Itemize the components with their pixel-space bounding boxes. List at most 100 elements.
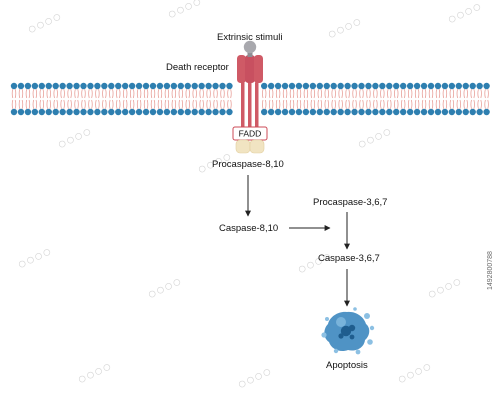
lipid-head (191, 82, 198, 90)
lipid-tail (39, 89, 41, 99)
lipid-tail (216, 89, 218, 99)
lipid-tail (480, 99, 482, 109)
lipid-tail (53, 99, 55, 109)
watermark-mark: ○○○○ (325, 13, 365, 44)
lipid-tail (28, 89, 31, 99)
lipid-tail (487, 89, 489, 99)
lipid-head (177, 82, 184, 90)
lipid-tail (362, 99, 364, 109)
lipid-tail (303, 89, 306, 99)
lipid-tail (355, 99, 357, 109)
apoptotic-cell-nucleus-fragment-3 (338, 333, 344, 339)
lipid-tail (174, 89, 177, 99)
receptor-subunit-right (254, 55, 263, 83)
lipid-tail (60, 89, 62, 99)
lipid-head (469, 82, 476, 90)
lipid-tail (459, 99, 461, 109)
lipid-tail (407, 89, 410, 99)
watermark-mark: ○○○○ (355, 123, 395, 154)
lipid-tail (213, 99, 215, 109)
lipid-head (476, 108, 483, 116)
lipid-tail (139, 99, 142, 109)
lipid-tail (466, 89, 468, 99)
lipid-head (17, 108, 25, 116)
lipid-tail (109, 99, 111, 109)
lipid-tail (63, 89, 65, 99)
lipid-tail (49, 99, 51, 109)
lipid-tail (164, 89, 167, 99)
procaspase-8-10-label: Procaspase-8,10 (212, 159, 284, 170)
lipid-head (73, 82, 80, 90)
watermark-mark: ○○○○ (55, 123, 95, 154)
stock-id-watermark: 1492800788 (487, 251, 494, 290)
lipid-tail (28, 99, 31, 109)
lipid-head (434, 82, 442, 90)
lipid-tail (116, 99, 118, 109)
lipid-tail (369, 89, 371, 99)
lipid-tail (470, 89, 472, 99)
lipid-tail (157, 99, 160, 109)
lipid-head (420, 108, 428, 116)
lipid-tail (366, 99, 368, 109)
lipid-head (122, 108, 129, 116)
lipid-tail (473, 89, 475, 99)
lipid-head (94, 108, 101, 116)
lipid-head (212, 108, 219, 116)
lipid-tail (289, 99, 292, 109)
lipid-tail (373, 99, 375, 109)
death-receptor (237, 40, 263, 128)
lipid-head (351, 108, 358, 116)
lipid-tail (220, 89, 222, 99)
lipid-tail (387, 89, 389, 99)
lipid-tail (213, 89, 215, 99)
lipid-tail (345, 99, 347, 109)
lipid-tail (380, 89, 382, 99)
lipid-head (483, 108, 490, 116)
extrinsic-stimuli-label: Extrinsic stimuli (217, 32, 282, 43)
lipid-head (219, 108, 226, 116)
lipid-tail (292, 99, 295, 109)
lipid-tail (320, 99, 322, 109)
lipid-tail (171, 89, 174, 99)
lipid-head (73, 108, 80, 116)
lipid-tail (348, 99, 350, 109)
lipid-tail (327, 89, 329, 99)
lipid-head (205, 82, 212, 90)
lipid-tail (331, 99, 333, 109)
fadd-ded-left (235, 139, 251, 154)
lipid-tail (105, 89, 107, 99)
apoptotic-body-1 (364, 313, 370, 319)
lipid-tail (157, 89, 160, 99)
lipid-tail (188, 89, 190, 99)
fadd-adaptor: FADD (232, 126, 268, 154)
lipid-head (261, 82, 268, 90)
lipid-head (351, 82, 358, 90)
lipid-head (38, 108, 45, 116)
lipid-tail (438, 89, 441, 99)
lipid-head (358, 108, 365, 116)
lipid-tail (223, 89, 225, 99)
lipid-tail (49, 89, 51, 99)
lipid-tail (387, 99, 389, 109)
lipid-tail (306, 99, 309, 109)
lipid-tail (285, 99, 288, 109)
lipid-head (101, 82, 108, 90)
lipid-tail (35, 99, 38, 109)
lipid-head (149, 82, 157, 90)
lipid-head (393, 82, 400, 90)
lipid-tail (366, 89, 368, 99)
lipid-tail (424, 99, 427, 109)
lipid-tail (46, 99, 48, 109)
lipid-tail (285, 89, 288, 99)
apoptosis-label: Apoptosis (326, 360, 368, 371)
lipid-tail (98, 89, 100, 99)
lipid-tail (289, 89, 292, 99)
lipid-tail (292, 89, 295, 99)
lipid-tail (195, 89, 197, 99)
lipid-tail (74, 89, 76, 99)
lipid-head (462, 108, 469, 116)
lipid-tail (153, 89, 156, 99)
lipid-tail (306, 89, 309, 99)
lipid-head (427, 82, 435, 90)
